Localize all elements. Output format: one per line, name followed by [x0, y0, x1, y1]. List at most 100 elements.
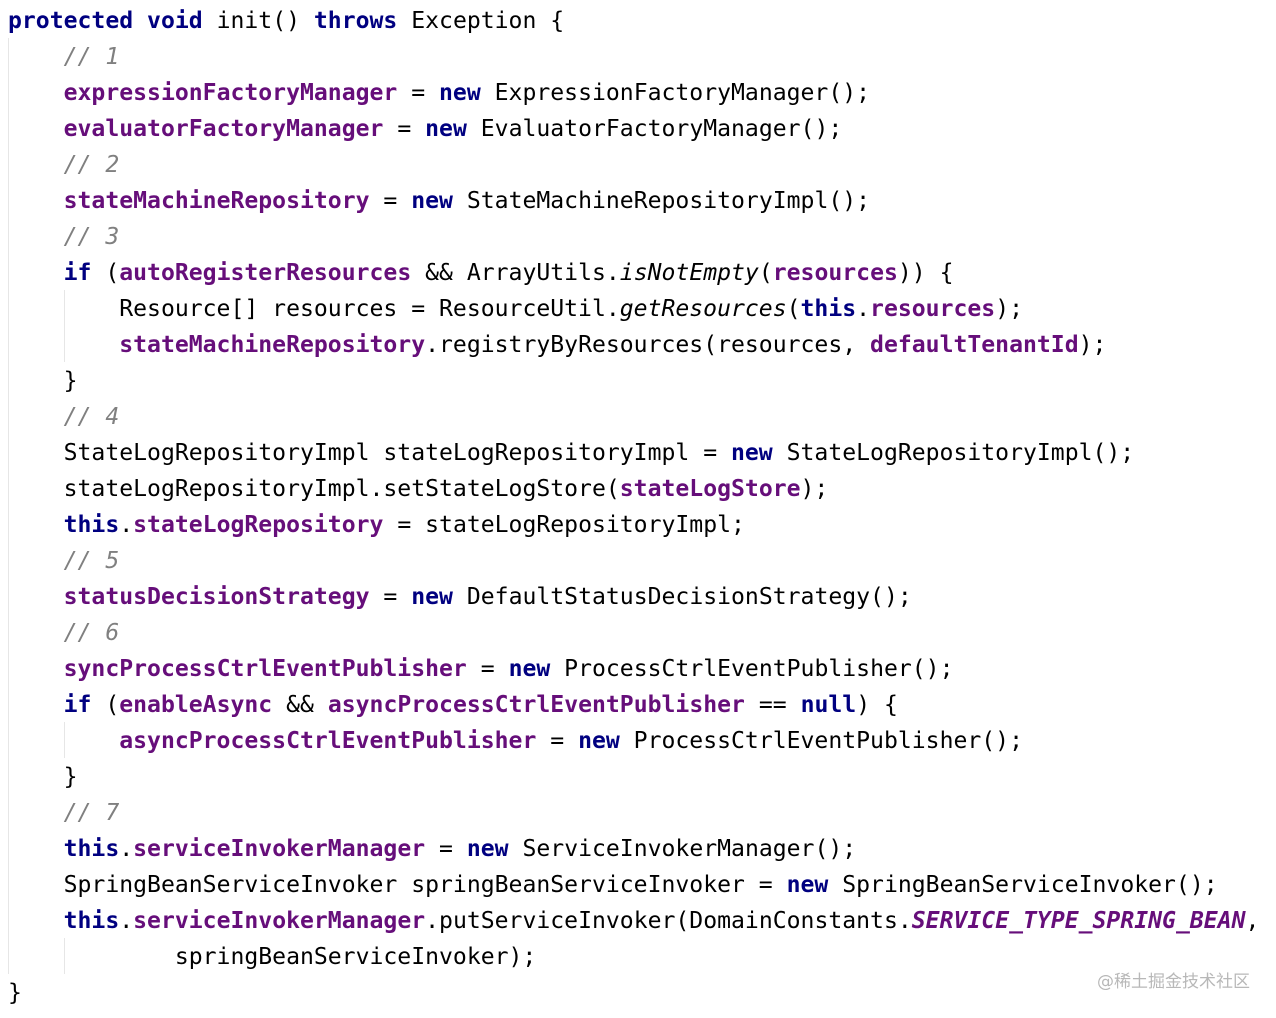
- code-keyword: new: [425, 116, 467, 142]
- code-comment: // 1: [63, 44, 120, 70]
- code-text: }: [8, 980, 22, 1006]
- code-indent: [8, 908, 64, 934]
- code-indent: [8, 944, 175, 970]
- code-text: (: [786, 296, 801, 322]
- code-field: defaultTenantId: [870, 332, 1079, 358]
- code-line: stateMachineRepository.registryByResourc…: [8, 327, 1259, 363]
- code-indent: [8, 152, 64, 178]
- code-text: ,: [1245, 908, 1260, 934]
- code-indent: [8, 476, 64, 502]
- code-line: stateLogRepositoryImpl.setStateLogStore(…: [8, 471, 1259, 507]
- code-indent: [8, 584, 64, 610]
- code-keyword: this: [63, 908, 120, 934]
- code-text: StateLogRepositoryImpl stateLogRepositor…: [63, 440, 731, 466]
- code-field: asyncProcessCtrlEventPublisher: [119, 728, 537, 754]
- code-text: springBeanServiceInvoker);: [174, 944, 537, 970]
- code-keyword: if: [63, 260, 92, 286]
- code-indent: [8, 800, 64, 826]
- code-comment: // 3: [63, 224, 120, 250]
- code-keyword: this: [800, 296, 857, 322]
- code-keyword: new: [411, 188, 453, 214]
- code-line: }: [8, 759, 1259, 795]
- code-line: // 1: [8, 39, 1259, 75]
- code-field: resources: [772, 260, 898, 286]
- code-field: autoRegisterResources: [119, 260, 412, 286]
- code-text: StateMachineRepositoryImpl();: [452, 188, 871, 214]
- code-line: StateLogRepositoryImpl stateLogRepositor…: [8, 435, 1259, 471]
- code-text: SpringBeanServiceInvoker();: [828, 872, 1218, 898]
- code-line: this.stateLogRepository = stateLogReposi…: [8, 507, 1259, 543]
- code-text: StateLogRepositoryImpl();: [772, 440, 1135, 466]
- code-line: // 3: [8, 219, 1259, 255]
- code-indent: [8, 512, 64, 538]
- code-text: );: [800, 476, 829, 502]
- code-line: }: [8, 363, 1259, 399]
- code-line: // 5: [8, 543, 1259, 579]
- code-indent: [8, 764, 64, 790]
- code-field: stateMachineRepository: [119, 332, 426, 358]
- code-line: }: [8, 975, 1259, 1011]
- code-line: springBeanServiceInvoker);: [8, 939, 1259, 975]
- code-comment: // 6: [63, 620, 120, 646]
- code-indent: [8, 188, 64, 214]
- code-keyword: void: [147, 8, 203, 34]
- code-line: // 4: [8, 399, 1259, 435]
- code-line: if (enableAsync && asyncProcessCtrlEvent…: [8, 687, 1259, 723]
- code-keyword: this: [63, 512, 120, 538]
- code-text: ProcessCtrlEventPublisher();: [550, 656, 954, 682]
- code-line: Resource[] resources = ResourceUtil.getR…: [8, 291, 1259, 327]
- code-text: =: [425, 836, 467, 862]
- code-text: [133, 8, 147, 34]
- code-text: && ArrayUtils.: [411, 260, 620, 286]
- code-line: this.serviceInvokerManager.putServiceInv…: [8, 903, 1260, 939]
- code-editor: protected void init() throws Exception {…: [8, 3, 1259, 1011]
- code-keyword: new: [508, 656, 551, 682]
- code-line: protected void init() throws Exception {: [8, 3, 1259, 39]
- code-keyword: new: [466, 836, 509, 862]
- code-indent: [8, 332, 119, 358]
- code-indent: [8, 656, 64, 682]
- code-text: ) {: [856, 692, 898, 718]
- code-field: serviceInvokerManager: [133, 836, 426, 862]
- code-text: =: [536, 728, 579, 754]
- code-line: statusDecisionStrategy = new DefaultStat…: [8, 579, 1259, 615]
- code-text: .: [856, 296, 871, 322]
- code-line: // 2: [8, 147, 1259, 183]
- code-text: init(): [202, 8, 314, 34]
- code-text: )) {: [897, 260, 954, 286]
- code-field: serviceInvokerManager: [133, 908, 426, 934]
- code-indent: [8, 620, 64, 646]
- code-indent: [8, 872, 64, 898]
- code-indent: [8, 116, 64, 142]
- code-text: =: [369, 188, 412, 214]
- code-text: DefaultStatusDecisionStrategy();: [452, 584, 912, 610]
- code-comment: // 5: [63, 548, 120, 574]
- code-text: EvaluatorFactoryManager();: [466, 116, 843, 142]
- code-field: syncProcessCtrlEventPublisher: [63, 656, 467, 682]
- code-indent: [8, 728, 119, 754]
- code-text: stateLogRepositoryImpl.setStateLogStore(: [63, 476, 620, 502]
- code-indent: [8, 224, 64, 250]
- code-text: }: [63, 764, 78, 790]
- code-text: ExpressionFactoryManager();: [480, 80, 871, 106]
- code-indent: [8, 440, 64, 466]
- code-text: (: [758, 260, 773, 286]
- code-keyword: protected: [8, 8, 134, 34]
- code-line: evaluatorFactoryManager = new EvaluatorF…: [8, 111, 1259, 147]
- code-text: }: [63, 368, 78, 394]
- code-indent: [8, 692, 64, 718]
- code-comment: // 7: [63, 800, 120, 826]
- code-field: stateLogRepository: [133, 512, 384, 538]
- code-text: &&: [272, 692, 328, 718]
- code-text: .: [119, 908, 134, 934]
- code-text: .registryByResources(resources,: [425, 332, 871, 358]
- code-keyword: if: [63, 692, 92, 718]
- code-keyword: this: [63, 836, 120, 862]
- code-keyword: new: [786, 872, 829, 898]
- code-text: .putServiceInvoker(DomainConstants.: [425, 908, 912, 934]
- code-text: = stateLogRepositoryImpl;: [383, 512, 745, 538]
- code-field: resources: [870, 296, 996, 322]
- code-line: asyncProcessCtrlEventPublisher = new Pro…: [8, 723, 1259, 759]
- code-keyword: throws: [313, 8, 398, 34]
- code-field: expressionFactoryManager: [63, 80, 398, 106]
